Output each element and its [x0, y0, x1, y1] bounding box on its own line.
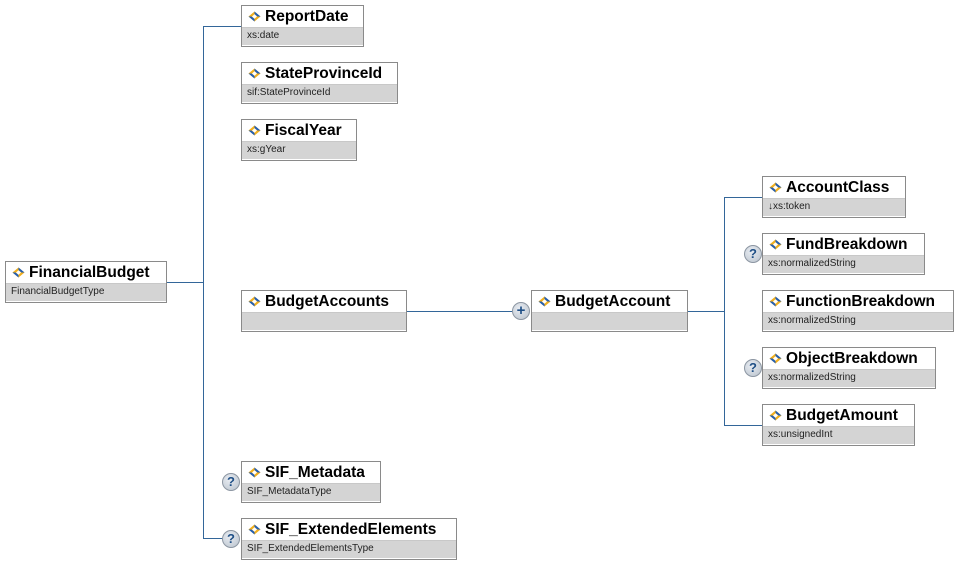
node-type: SIF_ExtendedElementsType — [242, 540, 456, 558]
node-name: SIF_ExtendedElements — [265, 520, 437, 538]
node-name: FiscalYear — [265, 121, 342, 139]
node-sif-extendedelements[interactable]: SIF_ExtendedElements SIF_ExtendedElement… — [241, 518, 457, 560]
node-type — [532, 312, 687, 330]
element-icon — [12, 267, 25, 278]
node-type: SIF_MetadataType — [242, 483, 380, 501]
node-type: FinancialBudgetType — [6, 283, 166, 301]
connector-extended — [203, 538, 223, 539]
node-name: AccountClass — [786, 178, 890, 196]
element-icon — [769, 182, 782, 193]
node-name: FinancialBudget — [29, 263, 150, 281]
node-name: FundBreakdown — [786, 235, 908, 253]
connector-trunk — [203, 26, 204, 539]
connector-budgetamount — [724, 425, 762, 426]
optional-badge-icon: ? — [222, 530, 240, 548]
node-accountclass[interactable]: AccountClass ↓xs:token — [762, 176, 906, 218]
node-financialbudget[interactable]: FinancialBudget FinancialBudgetType — [5, 261, 167, 303]
optional-badge-icon: ? — [744, 359, 762, 377]
node-name: ReportDate — [265, 7, 349, 25]
node-budgetaccounts[interactable]: BudgetAccounts — [241, 290, 407, 332]
element-icon — [248, 11, 261, 22]
node-functionbreakdown[interactable]: FunctionBreakdown xs:normalizedString — [762, 290, 954, 332]
node-type: xs:normalizedString — [763, 255, 924, 273]
node-type: xs:gYear — [242, 141, 356, 159]
element-icon — [248, 467, 261, 478]
connector-reportdate — [203, 26, 241, 27]
node-budgetamount[interactable]: BudgetAmount xs:unsignedInt — [762, 404, 915, 446]
node-objectbreakdown[interactable]: ObjectBreakdown xs:normalizedString — [762, 347, 936, 389]
node-name: BudgetAccounts — [265, 292, 389, 310]
node-type: xs:unsignedInt — [763, 426, 914, 444]
node-type — [242, 312, 406, 330]
element-icon — [248, 296, 261, 307]
node-name: BudgetAmount — [786, 406, 898, 424]
node-sif-metadata[interactable]: SIF_Metadata SIF_MetadataType — [241, 461, 381, 503]
node-type: xs:date — [242, 27, 363, 45]
element-icon — [769, 410, 782, 421]
connector-budgetaccount — [687, 311, 725, 312]
element-icon — [248, 68, 261, 79]
node-stateprovinceid[interactable]: StateProvinceId sif:StateProvinceId — [241, 62, 398, 104]
node-name: StateProvinceId — [265, 64, 383, 82]
connector-budgetaccounts — [406, 311, 513, 312]
node-name: ObjectBreakdown — [786, 349, 918, 367]
optional-badge-icon: ? — [744, 245, 762, 263]
node-type: ↓xs:token — [763, 198, 905, 216]
optional-badge-icon: ? — [222, 473, 240, 491]
element-icon — [769, 296, 782, 307]
element-icon — [248, 524, 261, 535]
node-fundbreakdown[interactable]: FundBreakdown xs:normalizedString — [762, 233, 925, 275]
connector-root — [166, 282, 204, 283]
connector-account-trunk — [724, 197, 725, 426]
element-icon — [248, 125, 261, 136]
connector-accountclass — [724, 197, 762, 198]
element-icon — [538, 296, 551, 307]
element-icon — [769, 239, 782, 250]
node-name: FunctionBreakdown — [786, 292, 935, 310]
node-budgetaccount[interactable]: BudgetAccount — [531, 290, 688, 332]
node-name: SIF_Metadata — [265, 463, 365, 481]
element-icon — [769, 353, 782, 364]
node-type: sif:StateProvinceId — [242, 84, 397, 102]
node-name: BudgetAccount — [555, 292, 671, 310]
node-type: xs:normalizedString — [763, 369, 935, 387]
node-type: xs:normalizedString — [763, 312, 953, 330]
repeat-plus-icon[interactable]: + — [512, 302, 530, 320]
node-fiscalyear[interactable]: FiscalYear xs:gYear — [241, 119, 357, 161]
node-reportdate[interactable]: ReportDate xs:date — [241, 5, 364, 47]
